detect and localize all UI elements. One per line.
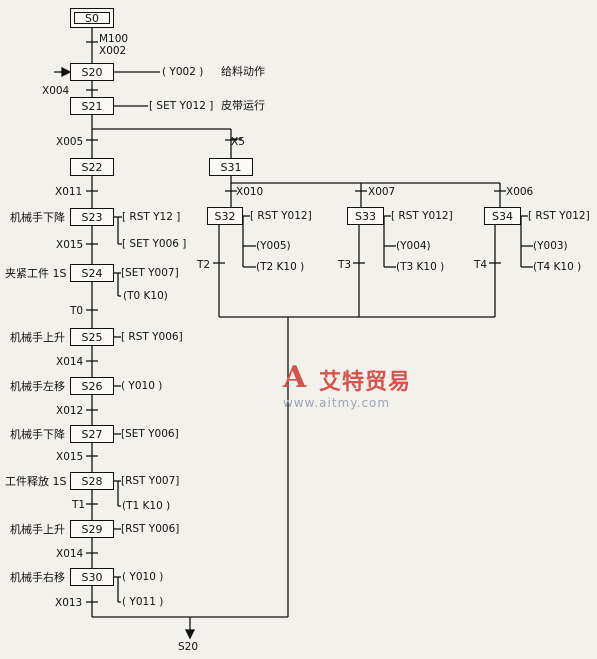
step-s34-label: S34 xyxy=(492,209,513,223)
watermark: A 艾特贸易 www.aitmy.com xyxy=(283,360,483,410)
action-s24-timer: (T0 K10) xyxy=(123,290,168,302)
action-s27-set: [SET Y006] xyxy=(121,428,179,440)
step-s20: S20 xyxy=(70,63,114,81)
watermark-url: www.aitmy.com xyxy=(283,396,391,410)
transition-t2: T2 xyxy=(197,259,211,271)
transition-x010: X010 xyxy=(236,186,264,198)
step-s23-label: S23 xyxy=(81,210,103,224)
transition-x002: X002 xyxy=(99,45,127,57)
action-s28-rst: [RST Y007] xyxy=(121,475,180,487)
transition-t3: T3 xyxy=(338,259,352,271)
step-s0-label: S0 xyxy=(85,11,99,25)
transition-x013: X013 xyxy=(55,597,83,609)
transition-x005: X005 xyxy=(56,136,84,148)
action-s34-rst: [ RST Y012] xyxy=(528,210,590,222)
step-s26: S26 xyxy=(70,377,114,395)
action-s29-rst: [RST Y006] xyxy=(121,523,180,535)
action-s30-out1: ( Y010 ) xyxy=(122,571,164,583)
step-s28: S28 xyxy=(70,472,114,490)
transition-x014-b: X014 xyxy=(56,548,84,560)
step-s30-label: S30 xyxy=(81,570,103,584)
step-desc-s27: 机械手下降 xyxy=(10,428,65,441)
action-s20-desc: 给料动作 xyxy=(221,65,265,78)
transition-x011: X011 xyxy=(55,186,83,198)
step-desc-s29: 机械手上升 xyxy=(10,523,65,536)
action-s33-rst: [ RST Y012] xyxy=(391,210,453,222)
transition-m100: M100 xyxy=(99,33,129,45)
step-s20-label: S20 xyxy=(81,65,103,79)
step-s21: S21 xyxy=(70,97,114,115)
step-s33: S33 xyxy=(347,207,384,225)
action-s25-rst: [ RST Y006] xyxy=(121,331,183,343)
step-s31-label: S31 xyxy=(220,160,242,174)
transition-x014-a: X014 xyxy=(56,356,84,368)
transition-t1: T1 xyxy=(72,499,86,511)
action-s33-out: (Y004) xyxy=(396,240,431,252)
step-s29: S29 xyxy=(70,520,114,538)
step-s31: S31 xyxy=(209,158,253,176)
action-s23-rst: [ RST Y12 ] xyxy=(122,211,181,223)
step-s25-label: S25 xyxy=(81,330,103,344)
transition-t4: T4 xyxy=(474,259,488,271)
transition-t0: T0 xyxy=(70,305,84,317)
step-s22: S22 xyxy=(70,158,114,176)
step-s29-label: S29 xyxy=(81,522,103,536)
transition-x012: X012 xyxy=(56,405,84,417)
transition-x006: X006 xyxy=(506,186,534,198)
step-s24: S24 xyxy=(70,264,114,282)
step-s32: S32 xyxy=(207,207,243,225)
transition-x015-a: X015 xyxy=(56,239,84,251)
step-s32-label: S32 xyxy=(214,209,236,223)
action-s21-desc: 皮带运行 xyxy=(221,99,265,112)
transition-x007: X007 xyxy=(368,186,396,198)
action-s32-rst: [ RST Y012] xyxy=(250,210,312,222)
step-s21-label: S21 xyxy=(81,99,103,113)
step-s27-label: S27 xyxy=(81,427,103,441)
step-s0: S0 xyxy=(70,8,114,28)
action-s33-timer: (T3 K10 ) xyxy=(396,261,445,273)
action-s30-out2: ( Y011 ) xyxy=(122,596,164,608)
action-s32-out: (Y005) xyxy=(256,240,291,252)
step-desc-s23: 机械手下降 xyxy=(10,211,65,224)
action-s32-timer: (T2 K10 ) xyxy=(256,261,305,273)
action-s20-y002: ( Y002 ) xyxy=(162,66,204,78)
action-s34-timer: (T4 K10 ) xyxy=(533,261,582,273)
step-s23: S23 xyxy=(70,208,114,226)
transition-x004: X004 xyxy=(42,85,70,97)
action-s23-set: [ SET Y006 ] xyxy=(122,238,187,250)
step-s27: S27 xyxy=(70,425,114,443)
action-s26-out: ( Y010 ) xyxy=(121,380,163,392)
step-s25: S25 xyxy=(70,328,114,346)
step-s22-label: S22 xyxy=(81,160,103,174)
step-s33-label: S33 xyxy=(355,209,376,223)
step-desc-s30: 机械手右移 xyxy=(10,571,65,584)
step-s24-label: S24 xyxy=(81,266,103,280)
step-s26-label: S26 xyxy=(81,379,103,393)
watermark-logo-icon: A xyxy=(283,360,307,395)
action-s24-set: [SET Y007] xyxy=(121,267,179,279)
step-desc-s26: 机械手左移 xyxy=(10,380,65,393)
transition-x015-b: X015 xyxy=(56,451,84,463)
jump-target-s20: S20 xyxy=(178,641,199,653)
step-s30: S30 xyxy=(70,568,114,586)
step-desc-s28: 工件释放 1S xyxy=(5,475,67,488)
transition-x5: X5 xyxy=(231,136,245,148)
action-s28-timer: (T1 K10 ) xyxy=(122,500,171,512)
step-desc-s24: 夹紧工件 1S xyxy=(5,267,67,280)
step-s34: S34 xyxy=(484,207,521,225)
step-desc-s25: 机械手上升 xyxy=(10,331,65,344)
step-s28-label: S28 xyxy=(81,474,103,488)
action-s34-out: (Y003) xyxy=(533,240,568,252)
watermark-text: 艾特贸易 xyxy=(319,370,412,395)
action-s21-set-y012: [ SET Y012 ] xyxy=(149,100,214,112)
